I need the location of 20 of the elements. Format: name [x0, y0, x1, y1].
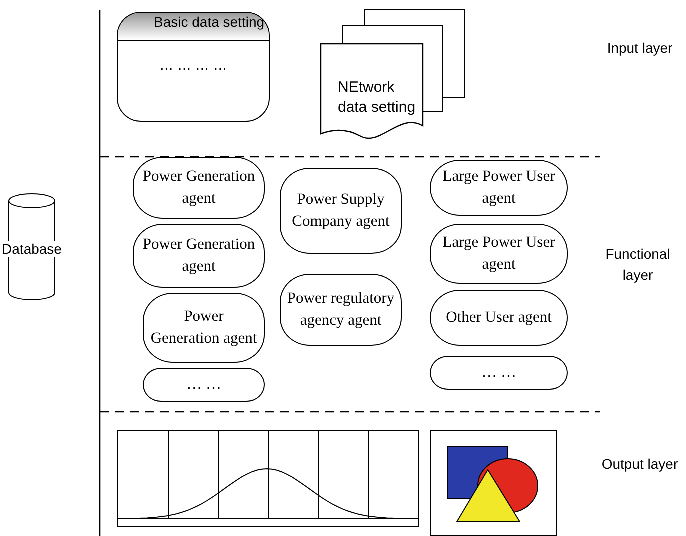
node-text: … … … … — [158, 57, 228, 73]
node-text: Large Power User agent — [442, 233, 556, 275]
node-text: Other User agent — [446, 308, 552, 328]
shapes-drawing — [430, 430, 557, 536]
node-text: Database — [2, 241, 62, 257]
node-text: Power Generation agent — [150, 307, 258, 349]
node-text: Basic data setting — [118, 13, 269, 41]
layer-label: Input layer — [606, 39, 674, 58]
layer-label: Output layer — [600, 455, 680, 474]
chart-drawing — [117, 430, 419, 527]
node-text: … … — [482, 363, 516, 384]
node-text: Power Generation agent — [142, 167, 256, 209]
node-text: Large Power User agent — [442, 167, 556, 209]
node-text: Power Supply Company agent — [291, 190, 391, 232]
node-text: Power regulatory agency agent — [287, 289, 395, 331]
data-store-box — [117, 12, 270, 122]
layer-label: Functional layer — [604, 245, 672, 285]
node-text: Power Generation agent — [142, 235, 256, 277]
node-text: … … — [186, 375, 222, 396]
node-text: NEtwork data setting — [338, 78, 417, 118]
